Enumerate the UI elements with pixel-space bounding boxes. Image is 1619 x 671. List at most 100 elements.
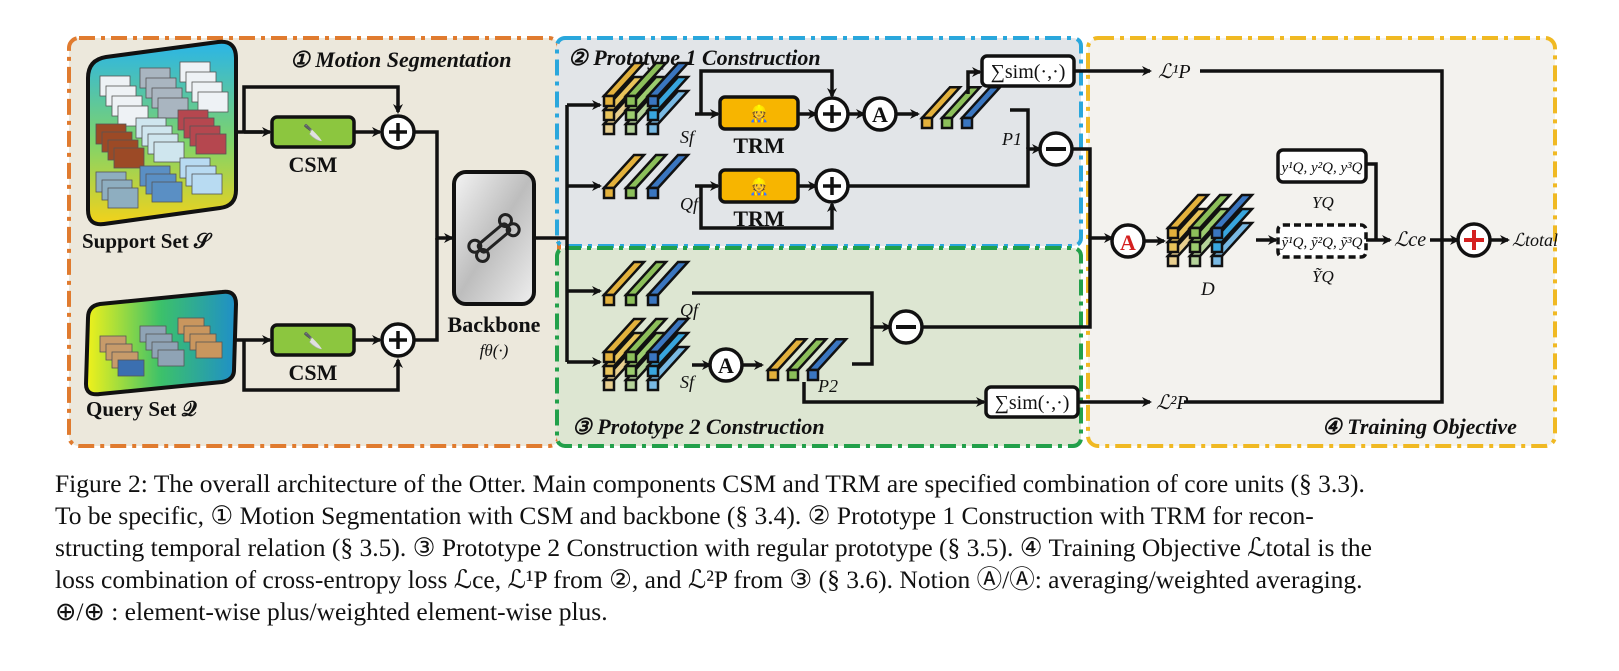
labels-box: y¹Q, y²Q, y³Q [1276, 148, 1368, 184]
trm-block-query: 👷 [718, 168, 800, 204]
svg-text:∑sim(·,·): ∑sim(·,·) [995, 392, 1070, 414]
query-features-stack-proto1 [601, 153, 691, 200]
similarity-box-proto2: ∑sim(·,·) [984, 385, 1080, 419]
support-features-stack-proto2 [601, 317, 691, 392]
svg-text:A: A [872, 102, 888, 127]
feature-bar-face [646, 122, 660, 136]
caption-line-3: structing temporal relation (§ 3.5). ③ P… [55, 533, 1372, 562]
plus-op-trm-query [814, 168, 850, 204]
prototype1-stack [919, 85, 1003, 130]
feature-bar-face [920, 116, 934, 130]
query-features-stack-proto2 [601, 260, 691, 307]
feature-bar-face [602, 108, 616, 122]
feature-bar-face [646, 378, 660, 392]
feature-bar-face [602, 293, 616, 307]
feature-bar-face [602, 364, 616, 378]
query-set-image [83, 289, 239, 397]
caption-line-4: loss combination of cross-entropy loss ℒ… [55, 565, 1363, 594]
plus-op-trm-support [814, 96, 850, 132]
feature-bar-face [766, 368, 780, 382]
weighted-avg-op: A [1110, 223, 1146, 259]
feature-bar-face [646, 293, 660, 307]
feature-bar-face [1210, 240, 1224, 254]
saw-icon: 🔪 [303, 123, 323, 142]
feature-bar-face [602, 350, 616, 364]
yq-label: YQ [1312, 193, 1334, 212]
section-title-training: ④ Training Objective [1322, 414, 1517, 439]
svg-text:y¹Q, y²Q, y³Q: y¹Q, y²Q, y³Q [1280, 160, 1363, 176]
backbone-block [452, 170, 536, 306]
feature-bar-face [624, 122, 638, 136]
feature-bar-face [624, 350, 638, 364]
feature-bar-face [602, 94, 616, 108]
p1-label: P1 [1001, 129, 1022, 149]
feature-bar-face [646, 186, 660, 200]
figure-caption: Figure 2: The overall architecture of th… [55, 468, 1565, 628]
caption-line-5: ⊕/⊕ : element-wise plus/weighted element… [55, 597, 608, 626]
sf-label-proto2: Sf [680, 372, 697, 392]
feature-bar-face [1210, 254, 1224, 268]
trm-label-query: TRM [733, 206, 785, 231]
avg-op-proto2: A [708, 347, 744, 383]
feature-bar-face [646, 108, 660, 122]
loss-p2: ℒ²P [1156, 392, 1189, 414]
feature-bar-face [1188, 240, 1202, 254]
plus-op-support [380, 114, 416, 150]
section-title-motion: ① Motion Segmentation [290, 47, 511, 72]
caption-line-1: Figure 2: The overall architecture of th… [55, 469, 1365, 498]
loss-p1: ℒ¹P [1158, 61, 1191, 83]
bone-icon [467, 213, 521, 263]
feature-bar-face [786, 368, 800, 382]
qf-label-proto2: Qf [680, 300, 701, 320]
feature-bar-face [624, 94, 638, 108]
feature-bar-face [940, 116, 954, 130]
weighted-plus-op [1456, 222, 1492, 258]
csm-block-support: 🔪 [270, 115, 356, 149]
support-features-stack-proto1 [601, 61, 691, 136]
plus-op-query [380, 322, 416, 358]
csm-label-support: CSM [289, 152, 338, 177]
caption-line-2: To be specific, ① Motion Segmentation wi… [55, 501, 1314, 530]
query-set-label: Query Set 𝒬 [86, 397, 198, 421]
feature-bar-face [624, 378, 638, 392]
svg-text:A: A [718, 353, 734, 378]
loss-ce: ℒce [1394, 229, 1426, 251]
ytilde-label: ỸQ [1312, 267, 1334, 286]
saw-icon: 🔪 [303, 331, 323, 350]
support-set-image [86, 39, 238, 227]
p2-label: P2 [817, 376, 838, 396]
loss-total: ℒtotal [1512, 230, 1558, 250]
csm-label-query: CSM [289, 360, 338, 385]
feature-bar-face [1210, 226, 1224, 240]
feature-bar-face [624, 293, 638, 307]
feature-bar-face [624, 364, 638, 378]
backbone-function: fθ(·) [480, 341, 509, 360]
backbone-label: Backbone [448, 312, 541, 337]
feature-bar-face [646, 364, 660, 378]
svg-text:ỹ¹Q, ỹ²Q, ỹ³Q: ỹ¹Q, ỹ²Q, ỹ³Q [1280, 235, 1363, 251]
svg-text:A: A [1120, 230, 1136, 255]
qf-label-proto1: Qf [680, 194, 701, 214]
feature-bar-face [1166, 240, 1180, 254]
worker-icon: 👷 [749, 104, 769, 123]
minus-op-proto1 [1038, 131, 1074, 167]
sf-label-proto1: Sf [680, 127, 697, 147]
feature-bar-face [806, 368, 820, 382]
avg-op-proto1: A [862, 96, 898, 132]
csm-block-query: 🔪 [270, 323, 356, 357]
feature-bar-face [960, 116, 974, 130]
feature-bar-face [624, 186, 638, 200]
trm-block-support: 👷 [718, 95, 800, 131]
feature-bar-face [602, 122, 616, 136]
feature-bar-face [1188, 254, 1202, 268]
feature-bar-face [1166, 254, 1180, 268]
feature-bar-face [1166, 226, 1180, 240]
feature-bar-face [602, 186, 616, 200]
section-title-proto2: ③ Prototype 2 Construction [572, 414, 825, 439]
architecture-diagram: ① Motion Segmentation ② Prototype 1 Cons… [67, 36, 1558, 448]
feature-bar-face [646, 94, 660, 108]
section-title-proto1: ② Prototype 1 Construction [568, 45, 821, 70]
similarity-box-proto1: ∑sim(·,·) [980, 54, 1076, 88]
support-set-label: Support Set 𝒮 [82, 229, 213, 253]
feature-bar-face [624, 108, 638, 122]
